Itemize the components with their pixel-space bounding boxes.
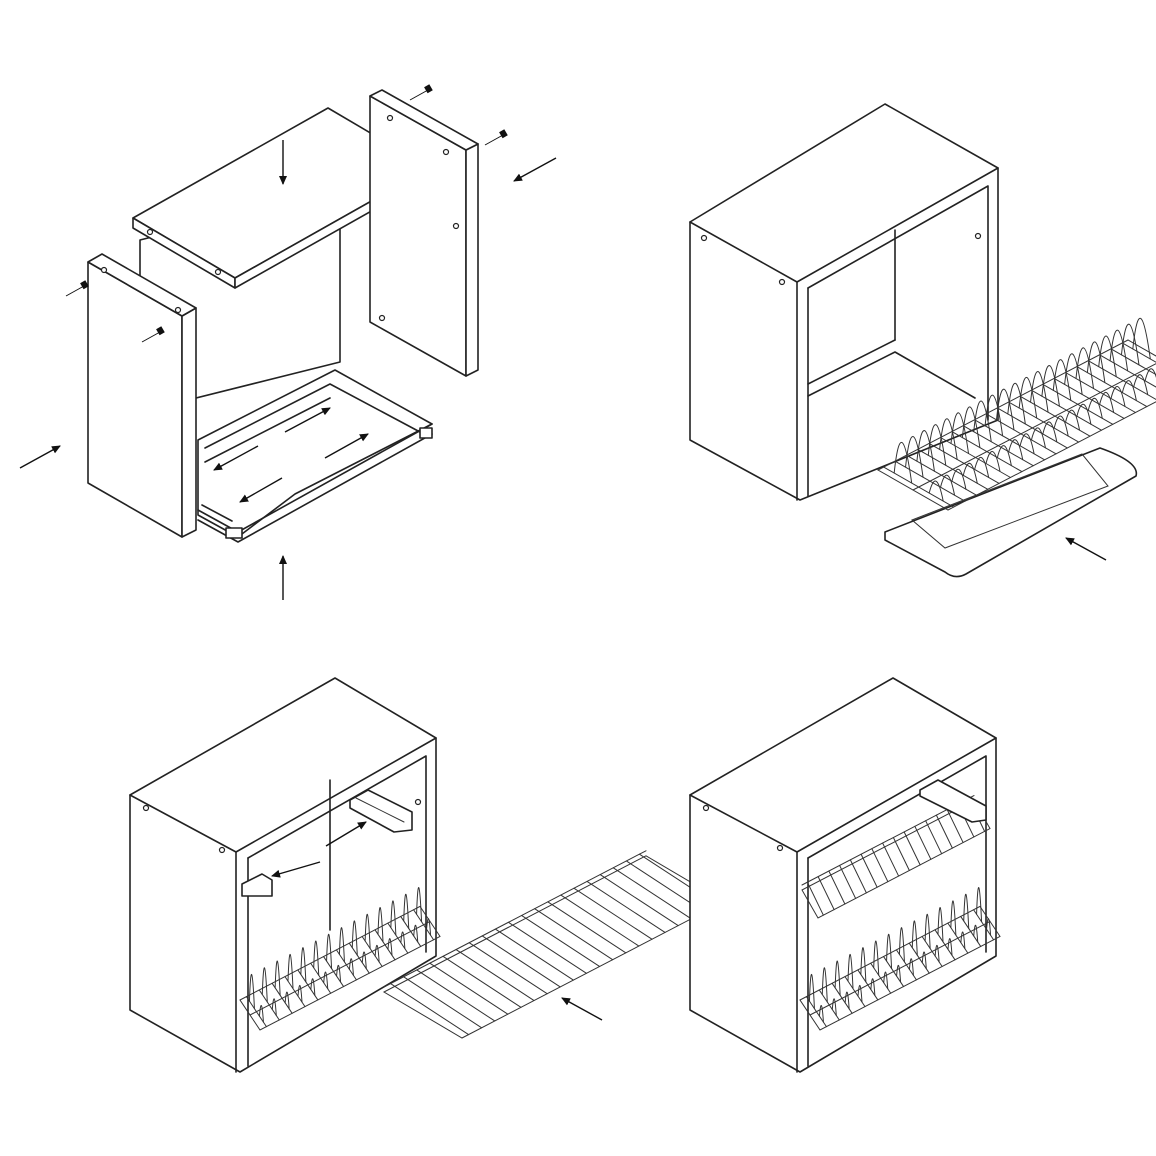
cabinet-body-3 (129, 677, 437, 1073)
step-3-insert-upper-rack (129, 677, 726, 1073)
lower-rack-3 (239, 887, 441, 1031)
plate-rack-2 (876, 317, 1156, 511)
step-1-exploded-cabinet (19, 84, 557, 600)
cabinet-body-4 (689, 677, 997, 1073)
drip-tray (884, 447, 1138, 578)
upper-rack-4 (801, 795, 991, 919)
upper-slide-rail (241, 789, 413, 897)
step-2-insert-rack (689, 103, 1156, 578)
step-4-finished-cabinet (689, 677, 1001, 1073)
lower-rack-4 (799, 887, 1001, 1031)
right-side-panel (369, 89, 479, 377)
screws (65, 84, 508, 343)
pullout-frame (197, 369, 433, 543)
cabinet-body-2 (689, 103, 999, 501)
assembly-arrows (19, 140, 557, 600)
